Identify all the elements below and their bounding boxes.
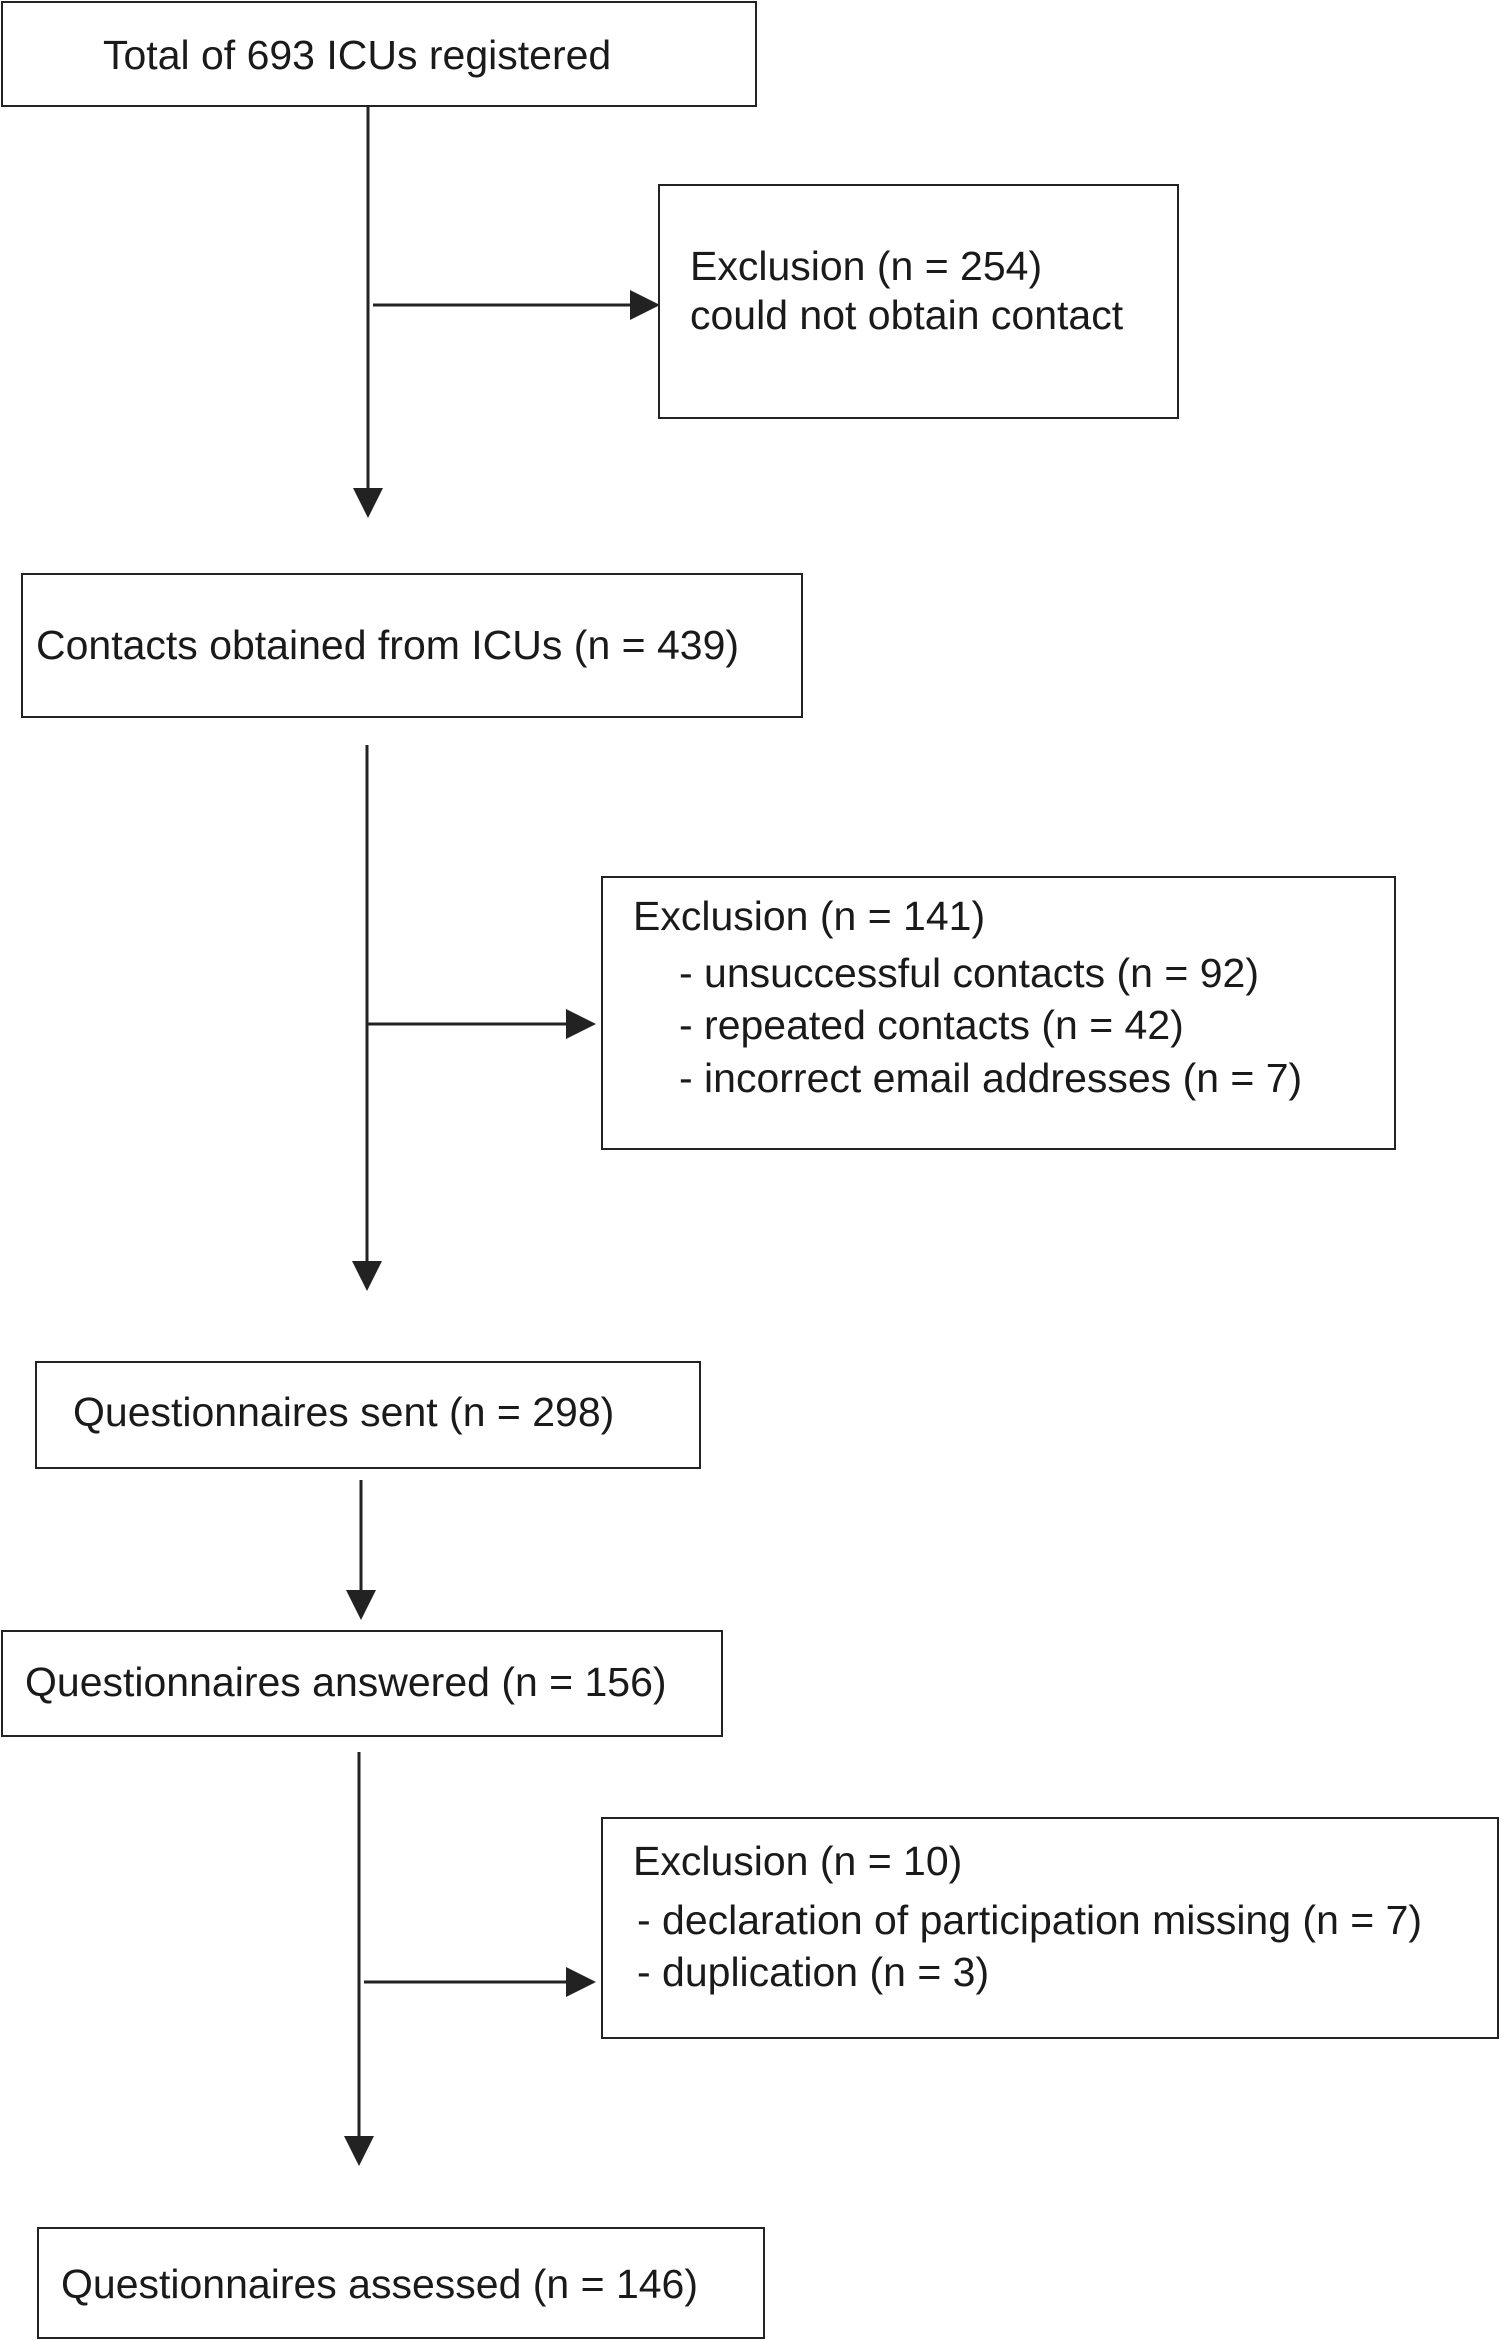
assessed-box: Questionnaires assessed (n = 146) — [37, 2227, 765, 2339]
exclusion-3-box: Exclusion (n = 10) - declaration of part… — [601, 1817, 1499, 2039]
contacts-box: Contacts obtained from ICUs (n = 439) — [21, 573, 803, 718]
exclusion-3-text: Exclusion (n = 10) - declaration of part… — [633, 1837, 1422, 1998]
exclusion-2-item: - repeated contacts (n = 42) — [679, 1002, 1184, 1049]
exclusion-1-title: Exclusion (n = 254) — [690, 243, 1043, 289]
exclusion-2-box: Exclusion (n = 141) - unsuccessful conta… — [601, 876, 1396, 1150]
exclusion-3-item: - duplication (n = 3) — [637, 1949, 990, 1996]
exclusion-3-title: Exclusion (n = 10) — [633, 1838, 963, 1884]
exclusion-1-box: Exclusion (n = 254) could not obtain con… — [658, 184, 1179, 419]
exclusion-2-item: - incorrect email addresses (n = 7) — [679, 1054, 1303, 1101]
exclusion-3-item: - declaration of participation missing (… — [637, 1897, 1423, 1944]
exclusion-2-item: - unsuccessful contacts (n = 92) — [679, 950, 1259, 997]
exclusion-1-text: Exclusion (n = 254) could not obtain con… — [690, 242, 1123, 340]
exclusion-2-title: Exclusion (n = 141) — [633, 893, 986, 939]
answered-label: Questionnaires answered (n = 156) — [25, 1659, 667, 1705]
assessed-label: Questionnaires assessed (n = 146) — [61, 2261, 699, 2307]
sent-box: Questionnaires sent (n = 298) — [35, 1361, 701, 1469]
contacts-label: Contacts obtained from ICUs (n = 439) — [36, 622, 740, 668]
registered-box: Total of 693 ICUs registered — [1, 1, 757, 107]
exclusion-2-text: Exclusion (n = 141) - unsuccessful conta… — [633, 892, 1302, 1103]
registered-label: Total of 693 ICUs registered — [103, 32, 612, 78]
exclusion-1-reason: could not obtain contact — [690, 292, 1124, 339]
sent-label: Questionnaires sent (n = 298) — [73, 1389, 615, 1435]
answered-box: Questionnaires answered (n = 156) — [1, 1630, 723, 1737]
